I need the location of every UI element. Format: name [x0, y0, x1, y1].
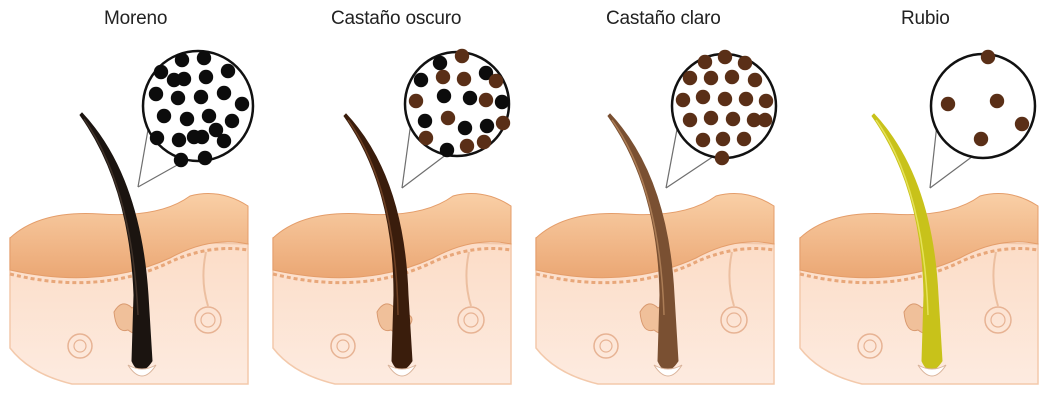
pigment-granule-black: [194, 90, 208, 104]
pigment-granule-black: [458, 121, 472, 135]
pigment-granule-black: [235, 97, 249, 111]
pigment-granule-brown: [696, 133, 710, 147]
pigment-granule-black: [209, 123, 223, 137]
pigment-granule-brown: [738, 56, 752, 70]
panel-1: [273, 49, 511, 384]
pigment-granule-black: [463, 91, 477, 105]
pigment-granule-black: [150, 131, 164, 145]
pigment-granule-brown: [739, 92, 753, 106]
zoom-line-upper: [930, 124, 937, 188]
pigment-granule-black: [437, 89, 451, 103]
pigment-granule-black: [154, 65, 168, 79]
pigment-granule-brown: [460, 139, 474, 153]
panel-3: [800, 50, 1038, 384]
pigment-granule-brown: [683, 71, 697, 85]
pigment-granule-brown: [718, 50, 732, 64]
pigment-granule-black: [433, 56, 447, 70]
pigment-granule-brown: [696, 90, 710, 104]
panel-title-rubio: Rubio: [901, 8, 950, 30]
pigment-granule-black: [187, 130, 201, 144]
pigment-granule-brown: [725, 70, 739, 84]
zoom-line-upper: [666, 124, 678, 188]
pigment-granule-brown: [981, 50, 995, 64]
zoom-line-lower: [930, 156, 973, 188]
panel-title-moreno: Moreno: [104, 8, 167, 30]
pigment-granule-black: [480, 119, 494, 133]
pigment-granule-brown: [477, 135, 491, 149]
pigment-granule-black: [180, 112, 194, 126]
pigment-granule-brown: [704, 71, 718, 85]
pigment-granule-brown: [676, 93, 690, 107]
pigment-granule-black: [221, 64, 235, 78]
panel-title-castano-oscuro: Castaño oscuro: [331, 8, 461, 30]
pigment-granule-brown: [489, 74, 503, 88]
pigment-granule-black: [175, 53, 189, 67]
pigment-granule-black: [495, 95, 509, 109]
pigment-granule-brown: [496, 116, 510, 130]
pigment-granule-black: [202, 109, 216, 123]
pigment-granule-black: [414, 73, 428, 87]
pigment-granule-brown: [748, 73, 762, 87]
pigment-granule-brown: [716, 132, 730, 146]
pigment-granule-black: [172, 133, 186, 147]
pigment-granule-brown: [457, 72, 471, 86]
zoom-line-upper: [138, 124, 149, 187]
pigment-granule-black: [171, 91, 185, 105]
pigment-granule-brown: [441, 111, 455, 125]
zoom-line-lower: [666, 156, 714, 188]
pigment-granule-black: [167, 73, 181, 87]
pigment-granule-black: [198, 151, 212, 165]
pigment-granule-black: [440, 143, 454, 157]
pigment-granule-brown: [718, 92, 732, 106]
pigment-granule-brown: [409, 94, 423, 108]
pigment-granule-brown: [990, 94, 1004, 108]
pigment-granule-black: [149, 87, 163, 101]
pigment-granule-brown: [974, 132, 988, 146]
pigment-granule-brown: [704, 111, 718, 125]
zoom-line-lower: [402, 154, 447, 188]
pigment-granule-brown: [758, 113, 772, 127]
pigment-granule-black: [199, 70, 213, 84]
pigment-granule-black: [197, 51, 211, 65]
pigment-granule-brown: [737, 132, 751, 146]
pigment-granule-black: [157, 109, 171, 123]
pigment-granule-brown: [715, 151, 729, 165]
pigment-granule-brown: [683, 113, 697, 127]
panel-0: [10, 51, 253, 384]
pigment-granule-brown: [726, 112, 740, 126]
pigment-granule-black: [217, 86, 231, 100]
pigment-granule-black: [225, 114, 239, 128]
pigment-granule-brown: [455, 49, 469, 63]
pigment-granule-brown: [759, 94, 773, 108]
zoom-line-upper: [402, 122, 411, 188]
pigment-granule-black: [418, 114, 432, 128]
pigment-granule-brown: [1015, 117, 1029, 131]
pigment-granule-brown: [698, 55, 712, 69]
panel-title-castano-claro: Castaño claro: [606, 8, 721, 30]
pigment-granule-brown: [941, 97, 955, 111]
pigment-granule-brown: [479, 93, 493, 107]
pigment-granule-brown: [436, 70, 450, 84]
pigment-granule-brown: [419, 131, 433, 145]
panel-2: [536, 50, 776, 384]
pigment-granule-black: [174, 153, 188, 167]
